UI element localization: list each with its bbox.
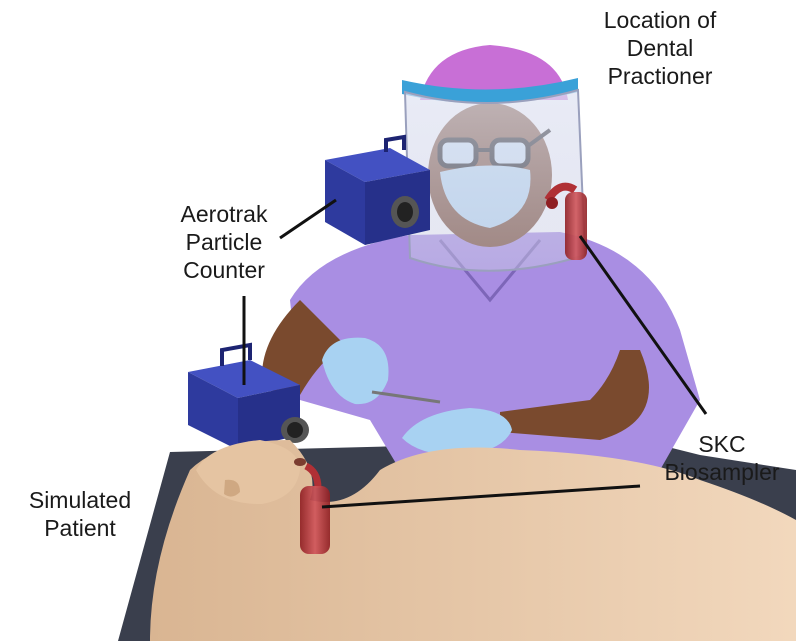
label-line: Patient — [6, 514, 154, 542]
label-line: Simulated — [6, 486, 154, 514]
label-line: Practioner — [586, 62, 734, 90]
label-line: Biosampler — [650, 458, 794, 486]
label-line: Dental — [586, 34, 734, 62]
face-shield — [405, 90, 585, 271]
label-skc-biosampler: SKC Biosampler — [650, 430, 794, 486]
label-location-of-dental-practioner: Location of Dental Practioner — [586, 6, 734, 90]
label-line: Aerotrak — [160, 200, 288, 228]
label-line: Location of — [586, 6, 734, 34]
label-line: Counter — [160, 256, 288, 284]
label-simulated-patient: Simulated Patient — [6, 486, 154, 542]
label-line: SKC — [650, 430, 794, 458]
mannequin-mouth — [294, 458, 306, 466]
label-aerotrak-particle-counter: Aerotrak Particle Counter — [160, 200, 288, 284]
label-line: Particle — [160, 228, 288, 256]
